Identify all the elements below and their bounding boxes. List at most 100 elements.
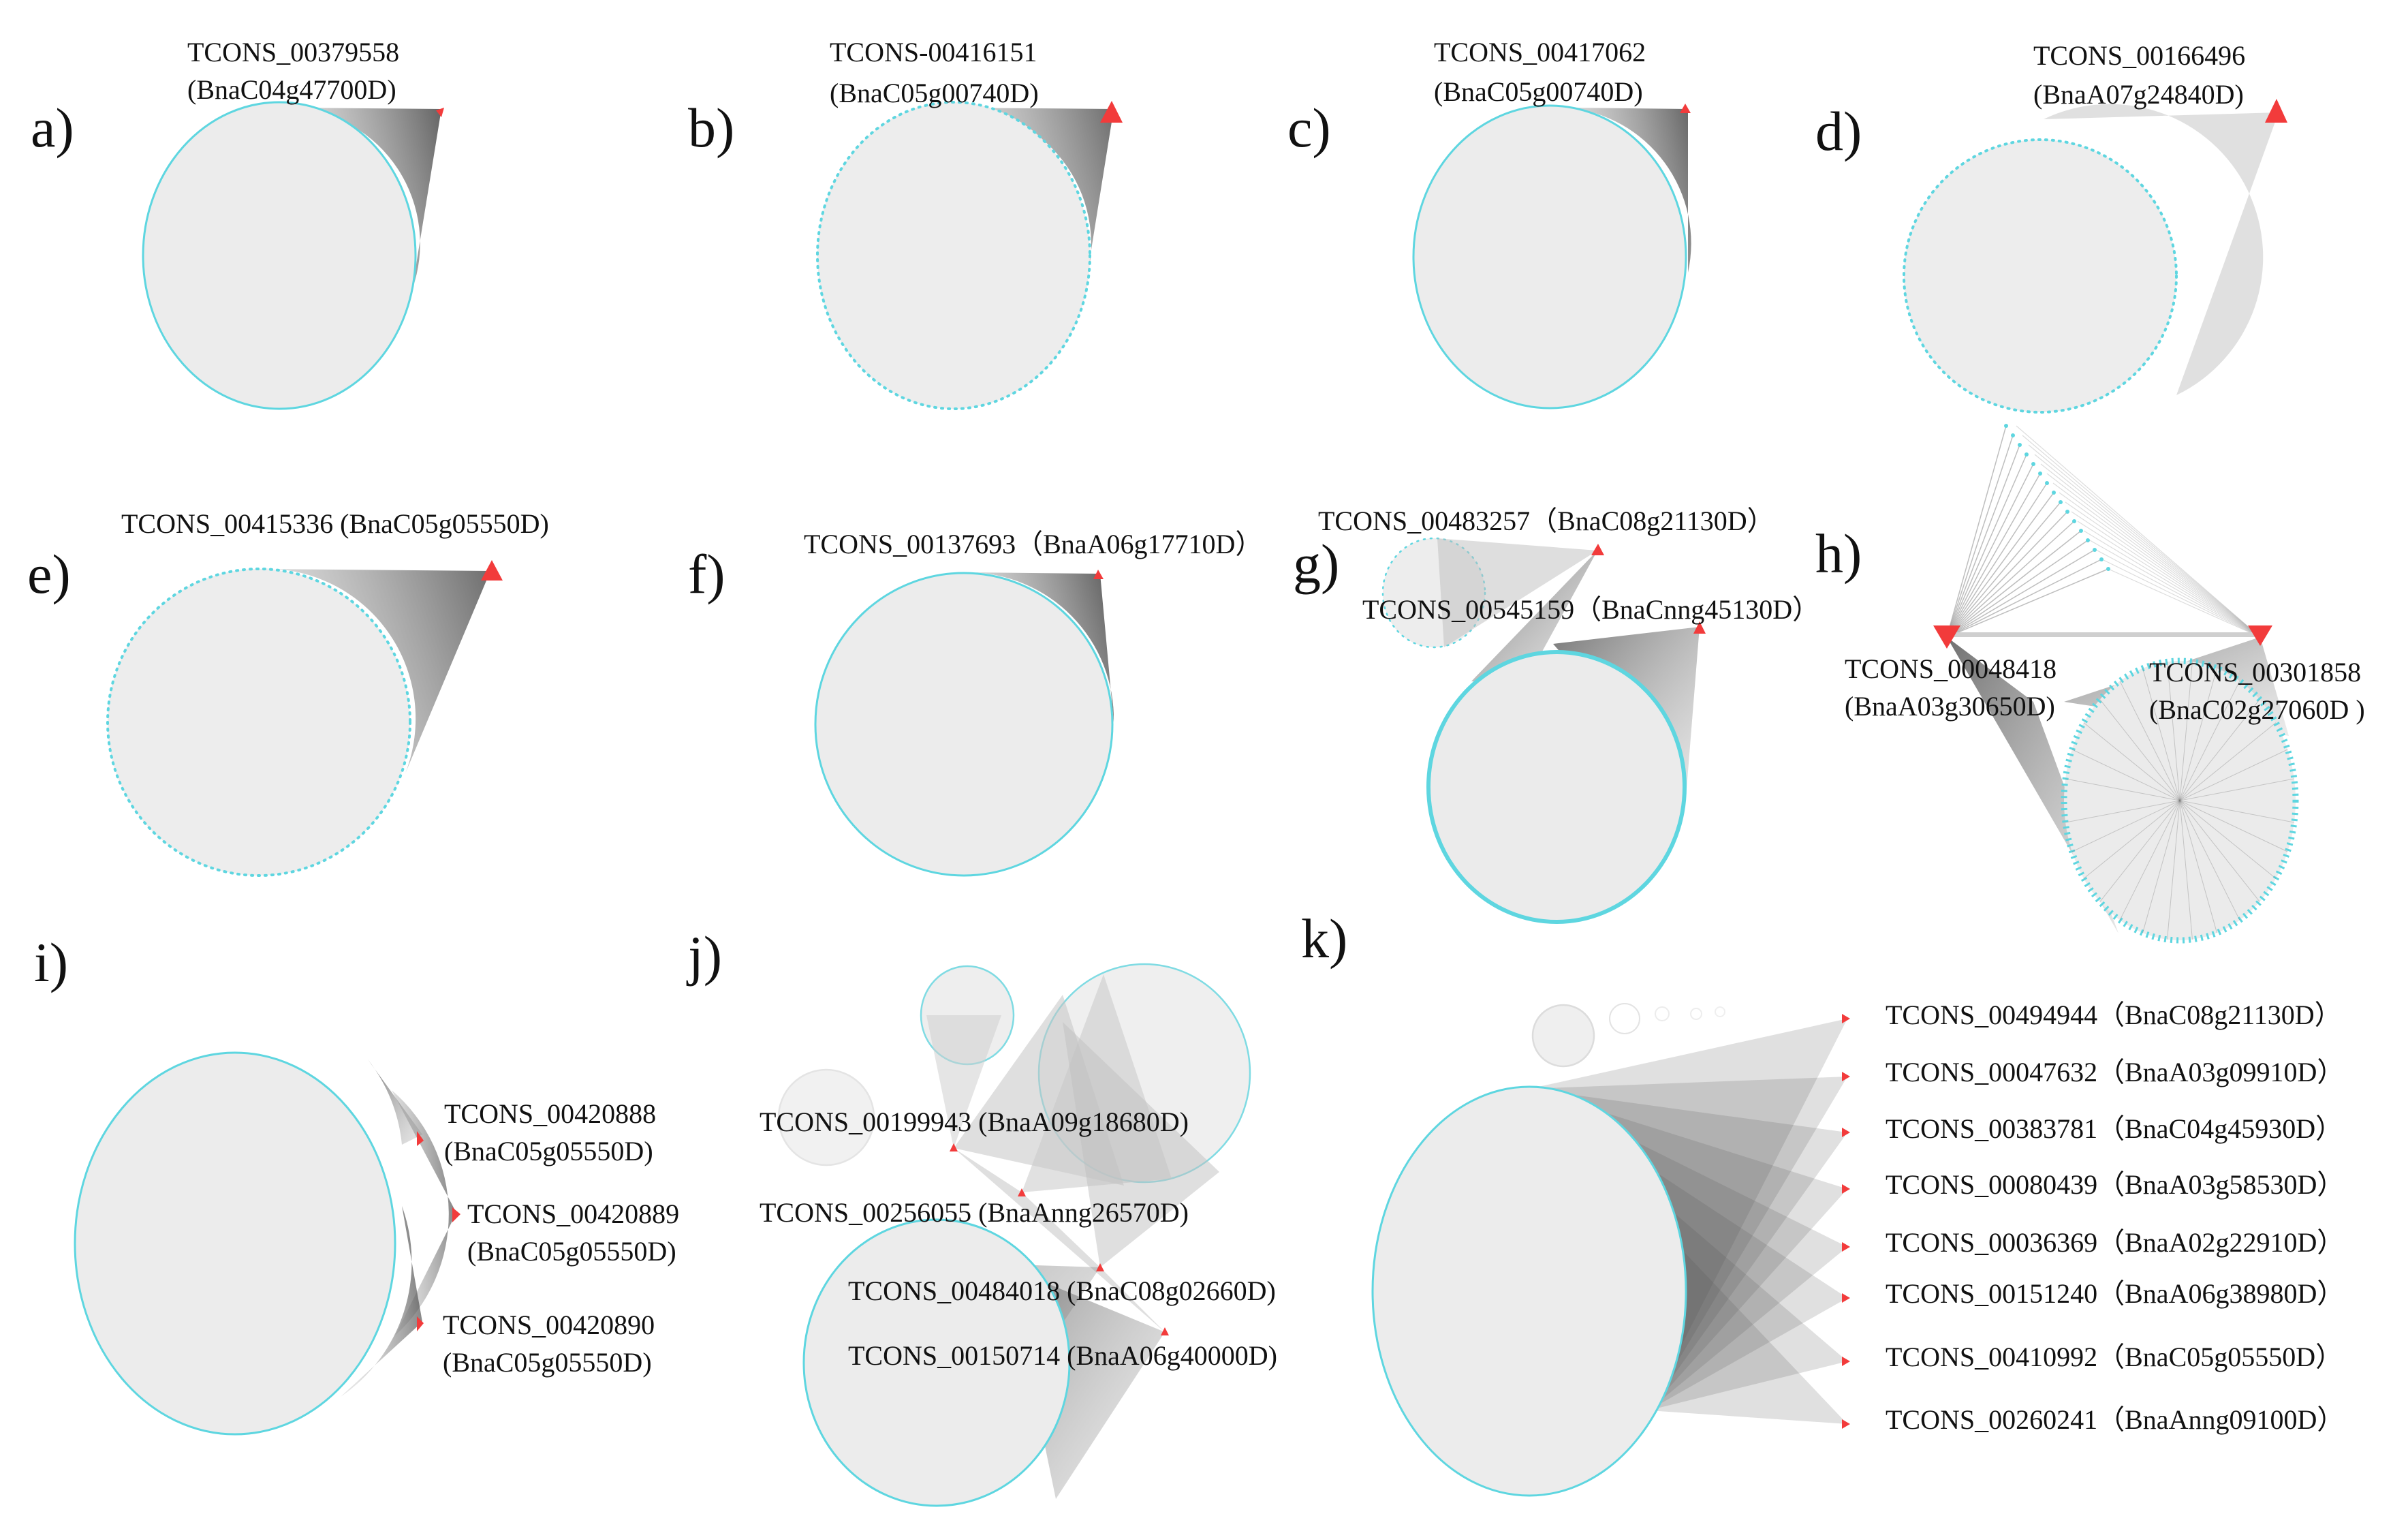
target-node: [2018, 443, 2022, 447]
edge: [1946, 425, 2007, 638]
edge-bundle: [1471, 551, 1597, 681]
target-node: [2011, 433, 2015, 437]
edge: [1946, 540, 2089, 638]
edge: [1946, 473, 2041, 638]
panel-h: h) TCONS_00048418 (BnaA03g30650D) TCONS_…: [1815, 424, 2365, 944]
edge: [1946, 444, 2020, 638]
hub-node-triangle: [1842, 1128, 1850, 1137]
edge: [2101, 559, 2261, 638]
hub-node-triangle: [1100, 101, 1123, 123]
target-node-cluster: [74, 1051, 396, 1436]
panel-a: a) TCONS_00379558 (BnaC04g47700D): [31, 37, 444, 410]
target-node: [2004, 424, 2008, 428]
panel-j: j) TCONS_00199943 (BnaA09g18680D) TCONS_…: [686, 925, 1277, 1507]
edge: [2052, 482, 2261, 638]
gene-label: TCONS-00416151: [830, 37, 1037, 67]
target-node: [2065, 510, 2069, 514]
gene-label: TCONS_00483257（BnaC08g21130D）: [1318, 506, 1774, 536]
target-node-cluster: [2061, 658, 2299, 944]
edge: [1946, 511, 2068, 638]
target-node: [2106, 567, 2110, 571]
hub-node-triangle: [1842, 1184, 1850, 1194]
edge: [2016, 425, 2261, 638]
mesh-edge: [2099, 699, 2260, 902]
panel-h-letter: h): [1815, 523, 1862, 585]
gene-label: (BnaA03g30650D): [1845, 691, 2055, 722]
gene-label: (BnaC02g27060D ): [2149, 694, 2365, 725]
hub-node-triangle: [2248, 625, 2272, 646]
edge-bundle: [341, 1206, 422, 1397]
gene-label: (BnaA07g24840D): [2033, 79, 2244, 110]
target-node-cluster: [1426, 650, 1687, 924]
gene-label: TCONS_00417062: [1434, 37, 1646, 67]
edge: [1946, 463, 2034, 638]
edge-bundle: [1567, 108, 1691, 273]
panel-g: g) TCONS_00483257（BnaC08g21130D） TCONS_0…: [1293, 506, 1819, 924]
target-node-cluster: [816, 101, 1091, 410]
panel-g-letter: g): [1293, 533, 1339, 595]
gene-label: TCONS_00383781（BnaC04g45930D）: [1886, 1113, 2343, 1144]
target-node-cluster-small: [1655, 1006, 1670, 1021]
hub-node-triangle: [1693, 621, 1706, 634]
edge: [2095, 549, 2261, 638]
gene-label: TCONS_00379558: [187, 37, 399, 67]
panel-d: d) TCONS_00166496 (BnaA07g24840D): [1815, 40, 2287, 414]
target-node: [2086, 538, 2090, 542]
mesh-edge: [2065, 778, 2295, 823]
gene-label: (BnaC05g00740D): [830, 78, 1039, 108]
edge-bundle: [1437, 538, 1597, 647]
target-node-cluster: [1371, 1085, 1687, 1497]
edge-bundle: [954, 1148, 1165, 1332]
gene-label: (BnaC05g05550D): [467, 1236, 676, 1267]
gene-label: TCONS_00166496: [2033, 40, 2245, 71]
mesh-edge: [2142, 668, 2217, 933]
edge: [2083, 530, 2261, 638]
edge: [2046, 473, 2261, 638]
gene-label: TCONS_00545159（BnaCnng45130D）: [1362, 594, 1819, 625]
hub-node-triangle: [950, 1143, 958, 1151]
gene-label: (BnaC05g05550D): [444, 1136, 653, 1166]
target-node: [2079, 529, 2083, 533]
hub-node-triangle: [2265, 99, 2287, 123]
hub-node-triangle: [1591, 544, 1604, 555]
gene-label: TCONS_00260241（BnaAnng09100D）: [1886, 1404, 2344, 1435]
gene-label: (BnaC04g47700D): [187, 74, 396, 105]
target-node: [2031, 462, 2035, 466]
hub-node-triangle: [1161, 1327, 1169, 1335]
edge: [2071, 511, 2261, 638]
gene-label: TCONS_00420888: [444, 1098, 656, 1129]
edge: [1946, 454, 2027, 638]
hub-node-triangle: [1842, 1014, 1850, 1023]
target-node: [2099, 557, 2104, 561]
hub-node-triangle: [1093, 570, 1104, 579]
fan-edges: [1946, 424, 2261, 638]
target-node-cluster-small: [1690, 1008, 1702, 1020]
gene-label: TCONS_00048418: [1845, 653, 2057, 684]
edge-bundle: [954, 107, 1114, 279]
edge: [2022, 435, 2261, 638]
panel-f: f) TCONS_00137693（BnaA06g17710D）: [688, 529, 1262, 877]
edge-bundle: [967, 572, 1114, 722]
edge: [1946, 559, 2102, 638]
edge-bundle: [259, 568, 490, 773]
gene-label: TCONS_00080439（BnaA03g58530D）: [1886, 1169, 2344, 1200]
edge-bundle: [392, 1090, 456, 1335]
mesh-edge: [2167, 662, 2193, 940]
gene-label: (BnaC05g05550D): [443, 1347, 652, 1378]
edge: [2108, 568, 2261, 638]
mesh-edge: [2071, 749, 2288, 852]
edge: [1946, 482, 2048, 638]
hub-node-triangle: [417, 1131, 424, 1146]
target-node: [2024, 452, 2029, 457]
hub-node-triangle: [1842, 1357, 1850, 1366]
edge: [2059, 492, 2261, 638]
target-node-cluster: [802, 1218, 1071, 1507]
gene-label: TCONS_00036369（BnaA02g22910D）: [1886, 1227, 2344, 1258]
edge: [1946, 501, 2061, 638]
mesh-edge: [2119, 681, 2240, 921]
mesh-edge: [2099, 699, 2260, 902]
hub-node-triangle: [481, 560, 503, 581]
hub-node-triangle: [1933, 625, 1960, 649]
mesh-edge: [2119, 681, 2240, 921]
